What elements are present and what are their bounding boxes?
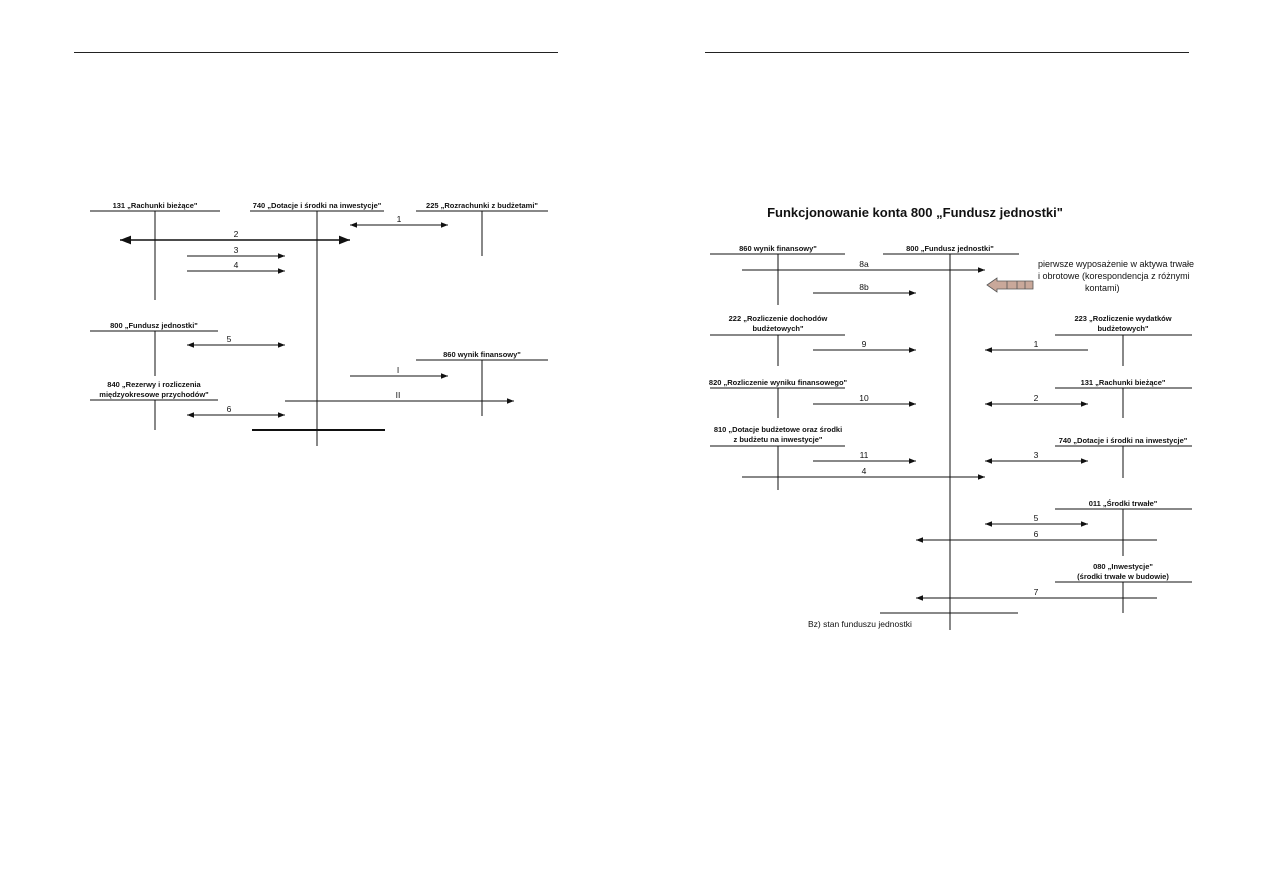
account-225-label: 225 „Rozrachunki z budżetami" xyxy=(426,201,538,210)
flow-5r-label: 5 xyxy=(1033,513,1039,523)
r-account-011-label: 011 „Środki trwałe" xyxy=(1088,499,1158,508)
left-page-header-rule xyxy=(74,52,558,53)
flow-4-label: 4 xyxy=(233,260,239,270)
flow-6-label: 6 xyxy=(226,404,232,414)
flow-7r-label: 7 xyxy=(1033,587,1039,597)
r-account-222-label-line2: budżetowych" xyxy=(752,324,804,333)
left-block-arrow-icon xyxy=(986,277,1034,293)
flow-2-label: 2 xyxy=(233,229,239,239)
r-account-223-label-line1: 223 „Rozliczenie wydatków xyxy=(1074,314,1172,323)
first-equipment-note-line1: pierwsze wyposażenie w aktywa trwałe xyxy=(1038,259,1195,269)
r-account-131-label: 131 „Rachunki bieżące" xyxy=(1080,378,1166,387)
flow-1-label: 1 xyxy=(396,214,402,224)
flow-8a-label: 8a xyxy=(859,259,869,269)
closing-balance-label: Bz) stan funduszu jednostki xyxy=(808,619,912,629)
flow-I-label: I xyxy=(396,365,400,375)
account-840-label-line1: 840 „Rezerwy i rozliczenia xyxy=(107,380,201,389)
first-equipment-note-line2: i obrotowe (korespondencja z różnymi xyxy=(1038,271,1190,281)
flow-1r-label: 1 xyxy=(1033,339,1039,349)
first-equipment-note-line3: kontami) xyxy=(1085,283,1120,293)
flow-3-label: 3 xyxy=(233,245,239,255)
account-840-label-line2: międzyokresowe przychodów" xyxy=(99,390,209,399)
account-740-label: 740 „Dotacje i środki na inwestycje" xyxy=(252,201,382,210)
account-131-label: 131 „Rachunki bieżące" xyxy=(112,201,198,210)
r-account-860-label: 860 wynik finansowy" xyxy=(739,244,817,253)
account-860-label: 860 wynik finansowy" xyxy=(443,350,521,359)
flow-11-label: 11 xyxy=(859,450,869,460)
r-account-080-label-line1: 080 „Inwestycje" xyxy=(1093,562,1153,571)
r-account-080-label-line2: (środki trwałe w budowie) xyxy=(1077,572,1169,581)
r-account-820-label: 820 „Rozliczenie wyniku finansowego" xyxy=(708,378,848,387)
flow-3r-label: 3 xyxy=(1033,450,1039,460)
diagram-title: Funkcjonowanie konta 800 „Fundusz jednos… xyxy=(767,205,1063,220)
right-page-header-rule xyxy=(705,52,1189,53)
account-800-label: 800 „Fundusz jednostki" xyxy=(110,321,198,330)
flow-6r-label: 6 xyxy=(1033,529,1039,539)
flow-10-label: 10 xyxy=(859,393,869,403)
r-account-222-label-line1: 222 „Rozliczenie dochodów xyxy=(728,314,828,323)
flow-5-label: 5 xyxy=(226,334,232,344)
r-account-810-label-line1: 810 „Dotacje budżetowe oraz środki xyxy=(713,425,843,434)
flow-8b-label: 8b xyxy=(859,282,869,292)
r-account-223-label-line2: budżetowych" xyxy=(1097,324,1149,333)
flow-II-label: II xyxy=(395,390,401,400)
r-account-800-label: 800 „Fundusz jednostki" xyxy=(906,244,994,253)
flow-2r-label: 2 xyxy=(1033,393,1039,403)
flow-4r-label: 4 xyxy=(861,466,867,476)
r-account-810-label-line2: z budżetu na inwestycje" xyxy=(733,435,823,444)
r-account-740-label: 740 „Dotacje i środki na inwestycje" xyxy=(1058,436,1188,445)
flow-9-label: 9 xyxy=(861,339,867,349)
